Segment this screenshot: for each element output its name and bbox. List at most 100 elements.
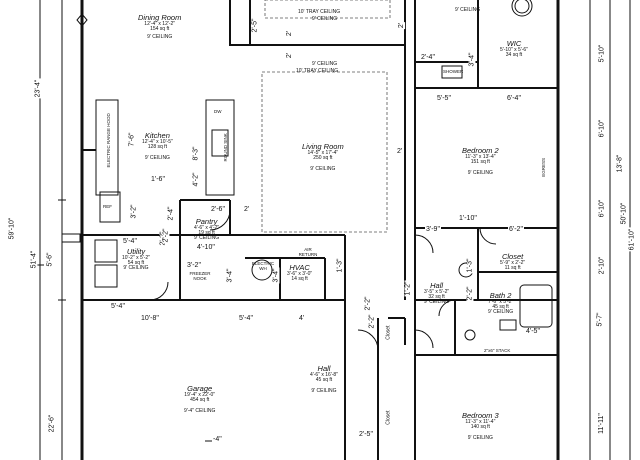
dim-1-2: 1'-2" <box>404 280 412 297</box>
dim-3-9: 3'-9" <box>425 226 441 233</box>
room-name: Dining Room <box>138 13 182 22</box>
dim-2-10: 2'-10" <box>598 255 606 276</box>
room-name: Bedroom 3 <box>462 411 499 420</box>
dryer <box>94 264 118 288</box>
room-size: 4'-6" x 4'-2" <box>194 224 220 231</box>
dim-1-10: 1'-10" <box>458 215 478 222</box>
dim-2-5b: 2'-5" <box>358 431 374 438</box>
dim-2c: 2' <box>398 21 406 30</box>
room-dining: Dining Room 12'-4" x 12'-2" 154 sq ft 9'… <box>138 14 181 41</box>
door-swing-bed2 <box>414 234 434 254</box>
room-ceiling: 9' CEILING <box>123 265 149 272</box>
dim-8-3: 8'-3" <box>192 145 200 162</box>
dim-2-2b: 2'-2" <box>466 285 474 302</box>
room-size: 4'-6" x 16'-8" <box>310 371 338 378</box>
wic-fixture-outer <box>511 0 533 17</box>
dim-5-4b: 5'-4" <box>110 303 126 310</box>
room-area: 154 sq ft <box>150 26 170 33</box>
room-ceiling: 9' CEILING <box>144 155 170 162</box>
dim-left-5-6: 5'-6" <box>46 251 54 268</box>
room-area: 54 sq ft <box>127 260 145 267</box>
dim-6-10a: 6'-10" <box>598 118 606 139</box>
kitchen-sink <box>211 129 229 157</box>
room-kitchen: Kitchen 12'-4" x 10'-5" 128 sq ft 9' CEI… <box>142 132 173 162</box>
counter-island <box>205 99 235 196</box>
dim-61-10: 61'-10" <box>628 227 636 252</box>
dim-2-2d: 2'-2" <box>162 227 170 244</box>
room-ceiling: 9' CEILING <box>467 170 493 177</box>
dim-left-59-10: 59'-10" <box>8 216 16 241</box>
room-size: 19'-4" x 22'-0" <box>184 391 216 398</box>
room-ceiling: 9' CEILING <box>311 388 337 395</box>
bathtub <box>519 284 553 328</box>
counter-west <box>95 99 119 196</box>
room-name: Bedroom 2 <box>462 146 499 155</box>
room-pantry: Pantry 4'-6" x 4'-2" 19 sq ft 9' CEILING <box>194 218 219 242</box>
room-bath2: Bath 2 7'-6" x 5'-2" 45 sq ft 9' CEILING <box>488 292 513 316</box>
dim-left-23-4: 23'-4" <box>34 78 42 99</box>
room-name: Kitchen <box>144 131 170 140</box>
dim-3-4b: 3'-4" <box>272 267 280 284</box>
room-area: 32 sq ft <box>428 294 445 301</box>
toilet <box>464 329 476 341</box>
note-ref: REF <box>103 204 112 209</box>
note-rangehood: ELECTRIC RANGE HOOD <box>105 113 111 168</box>
room-name: Hall <box>430 281 444 290</box>
dim-2a: 2' <box>286 29 294 38</box>
dim-13-8: 13'-8" <box>616 153 624 174</box>
dim-2-4t: 2'-4" <box>420 54 436 61</box>
room-area: 140 sq ft <box>470 424 490 431</box>
room-living: Living Room 14'-5" x 17'-4" 250 sq ft 9'… <box>302 143 344 173</box>
room-closet-v1: Closet <box>385 325 392 340</box>
note-tray-living: 10' TRAY CEILING <box>296 68 339 74</box>
room-area: 34 sq ft <box>505 52 523 59</box>
room-size: 3'-5" x 5'-2" <box>424 288 450 295</box>
room-garage: Garage 19'-4" x 22'-0" 454 sq ft 9'-4" C… <box>184 385 215 415</box>
vanity <box>499 319 517 331</box>
dim-6-2: 6'-2" <box>508 226 524 233</box>
dim-10-8: 10'-8" <box>140 315 160 322</box>
room-area: 45 sq ft <box>315 377 333 384</box>
dim-5-4: 5'-4" <box>238 315 254 322</box>
dim-2: 2' <box>396 148 404 155</box>
note-egress: EGRESS <box>541 157 547 177</box>
room-hvac: HVAC 3'-6" x 3'-0" 14 sq ft <box>287 264 312 282</box>
door-swing-bed3 <box>414 329 434 349</box>
room-bedroom3: Bedroom 3 11'-3" x 11'-4" 140 sq ft 9' C… <box>462 412 499 442</box>
room-size: 12'-4" x 12'-2" <box>144 20 176 27</box>
room-name: Garage <box>187 384 213 393</box>
note-tray-top-sub: 9' CEILING <box>312 16 338 22</box>
note-tray-top: 10' TRAY CEILING <box>298 9 341 15</box>
door-swing-pantry <box>209 209 231 231</box>
room-closet: Closet 5'-9" x 2'-2" 11 sq ft <box>500 253 525 271</box>
room-size: 11'-3" x 13'-4" <box>465 153 496 160</box>
shower-tag <box>441 65 463 79</box>
room-size: 11'-3" x 11'-4" <box>465 418 496 425</box>
door-swing-utility <box>149 281 169 301</box>
dim-1-3b: 1'-3" <box>466 257 474 274</box>
dim-2-6: 2'-6" <box>210 206 226 213</box>
room-ceiling: 9' CEILING <box>467 435 493 442</box>
room-hall-small: Hall 3'-5" x 5'-2" 32 sq ft 9' CEILING <box>424 282 449 306</box>
dim-3-4a: 3'-4" <box>226 267 234 284</box>
room-size: 3'-6" x 3'-0" <box>287 270 313 277</box>
room-name: WIC <box>506 39 522 48</box>
dim-5-7: 5'-7" <box>596 311 604 328</box>
dim-4-5: 4'-5" <box>525 328 541 335</box>
room-ceiling: 9' CEILING <box>424 299 450 306</box>
dim-5-10: 5'-10" <box>598 43 606 64</box>
room-name: Pantry <box>195 217 218 226</box>
dim-4-10: 4'-10" <box>196 244 216 251</box>
dim-3-4t: 3'-4" <box>468 51 476 68</box>
dim-5-4a: 5'-4" <box>122 238 138 245</box>
water-heater <box>251 259 273 281</box>
note-stack: 2"x6" STACK <box>484 348 511 353</box>
dim-left-22-6: 22'-6" <box>48 413 56 434</box>
room-utility: Utility 10'-2" x 5'-2" 54 sq ft 9' CEILI… <box>122 248 150 272</box>
note-dw: DW <box>214 109 222 114</box>
dim-1-6: 1'-6" <box>150 176 166 183</box>
room-size: 12'-4" x 10'-5" <box>142 138 173 145</box>
note-shower: SHOWER <box>443 69 464 74</box>
room-name: Bath 2 <box>489 291 512 300</box>
dim-3-2: 3'-2" <box>130 203 138 220</box>
